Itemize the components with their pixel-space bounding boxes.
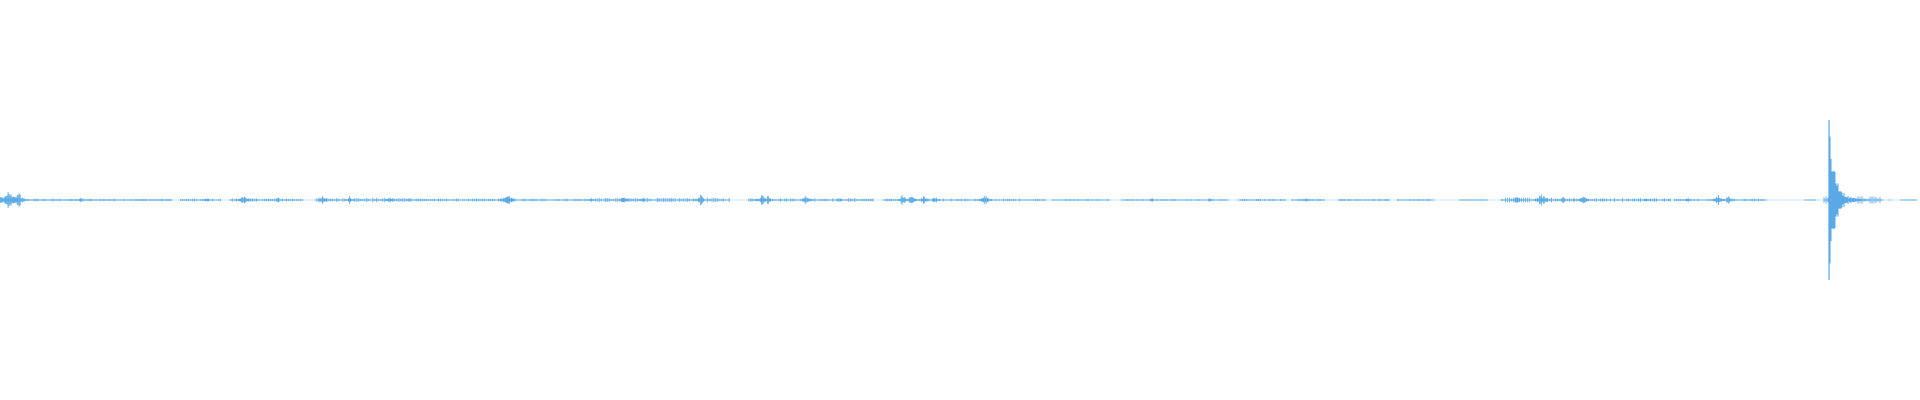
waveform-layer <box>0 120 1918 280</box>
